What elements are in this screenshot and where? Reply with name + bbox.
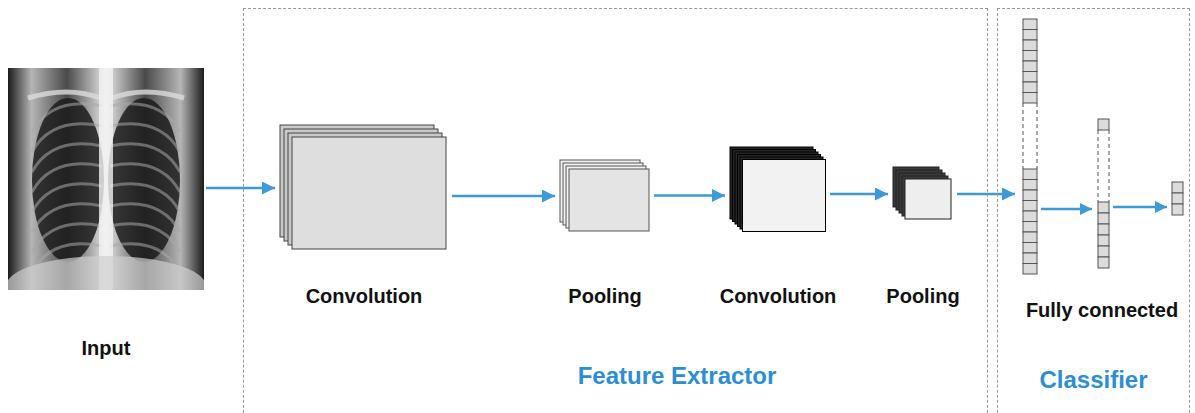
feature-map-front — [292, 137, 446, 249]
neuron-cell — [1098, 224, 1109, 235]
flow-arrow — [830, 193, 888, 196]
dashed-edge — [1023, 103, 1024, 169]
dashed-edge — [1109, 130, 1110, 202]
clavicle — [28, 92, 100, 98]
neuron-cell — [1023, 243, 1037, 254]
neuron-cell — [1023, 180, 1037, 191]
flow-arrow — [452, 195, 555, 198]
feature-map-front — [905, 179, 951, 219]
clavicle — [112, 92, 184, 98]
neuron-cell — [1023, 72, 1037, 83]
feature-map-front — [743, 160, 826, 232]
neuron-cell — [1098, 213, 1109, 224]
dashed-edge — [1037, 103, 1038, 169]
rib — [110, 124, 180, 152]
layer-label: Convolution — [720, 284, 837, 308]
neuron-cell — [1172, 193, 1183, 204]
layer-label: Pooling — [886, 284, 959, 308]
layer-arrow — [1113, 206, 1167, 209]
rib — [32, 104, 102, 132]
neuron-cell — [1098, 202, 1109, 213]
neuron-cell — [1023, 82, 1037, 93]
neuron-cell — [1098, 235, 1109, 246]
region-title: Feature Extractor — [578, 362, 777, 391]
neuron-cell — [1023, 232, 1037, 243]
feature-map-front — [569, 169, 649, 231]
convolution-stack-art — [278, 123, 450, 253]
lung-shadow — [108, 98, 180, 262]
input-image: Input — [8, 68, 204, 290]
pooling-stack: Pooling — [558, 158, 652, 234]
dashed-edge — [1098, 130, 1099, 202]
neuron-cell — [1023, 51, 1037, 62]
neuron-cell — [1098, 246, 1109, 257]
pooling-stack-art — [558, 158, 652, 234]
rib — [32, 224, 102, 252]
neuron-cell — [1098, 119, 1109, 130]
rib — [110, 204, 180, 232]
neuron-cell — [1023, 190, 1037, 201]
neuron-cell — [1023, 211, 1037, 222]
layer-label: Input — [82, 336, 131, 360]
region-title: Classifier — [1039, 366, 1147, 395]
convolution-stack: Convolution — [728, 145, 828, 233]
fully-connected-layers: Fully connected — [1018, 17, 1186, 279]
rib — [110, 184, 180, 212]
convolution-stack: Convolution — [278, 123, 450, 253]
neuron-cell — [1023, 19, 1037, 30]
lung-shadow — [32, 98, 104, 262]
feature-extractor-region: Feature ExtractorConvolutionPoolingConvo… — [243, 8, 988, 413]
neuron-cell — [1023, 253, 1037, 264]
rib — [32, 164, 102, 192]
layer-label: Pooling — [568, 284, 641, 308]
rib — [32, 124, 102, 152]
neuron-cell — [1023, 169, 1037, 180]
neuron-cell — [1098, 257, 1109, 268]
layer-label: Fully connected — [1026, 298, 1178, 322]
neuron-cell — [1023, 222, 1037, 233]
rib — [32, 204, 102, 232]
diaphragm — [8, 256, 204, 290]
neuron-cell — [1172, 182, 1183, 193]
flow-arrow — [957, 193, 1015, 196]
neuron-cell — [1023, 264, 1037, 275]
rib — [110, 144, 180, 172]
pooling-stack: Pooling — [891, 165, 955, 223]
classifier-region: Classifier Fully connected — [997, 8, 1190, 413]
neuron-cell — [1023, 61, 1037, 72]
flow-arrow — [206, 187, 275, 190]
rib — [110, 164, 180, 192]
input-image-art — [8, 68, 204, 290]
pooling-stack-art — [891, 165, 955, 223]
neuron-cell — [1023, 40, 1037, 51]
rib — [32, 144, 102, 172]
rib — [110, 224, 180, 252]
neuron-cell — [1023, 93, 1037, 104]
rib — [32, 184, 102, 212]
layer-arrow — [1041, 208, 1092, 211]
rib — [110, 104, 180, 132]
layer-label: Convolution — [306, 284, 423, 308]
neuron-cell — [1172, 204, 1183, 215]
flow-arrow — [654, 194, 725, 197]
fully-connected-layers-art — [1018, 17, 1186, 279]
neuron-cell — [1023, 30, 1037, 41]
neuron-cell — [1023, 201, 1037, 212]
convolution-stack-art — [728, 145, 828, 233]
